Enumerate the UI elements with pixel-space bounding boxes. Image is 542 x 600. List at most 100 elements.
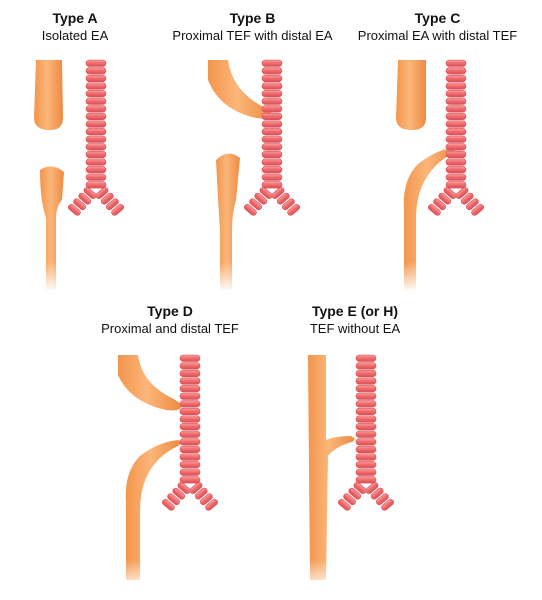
trachea-ring	[355, 362, 377, 370]
trachea-ring	[445, 158, 467, 166]
bronchus-ring	[276, 192, 290, 205]
trachea-ring	[85, 150, 107, 158]
trachea-ring	[85, 67, 107, 75]
type-d-trachea	[162, 354, 218, 511]
type-a-lower-esophagus	[40, 166, 64, 290]
type-a-title: Type A	[52, 10, 98, 26]
panel-type-b: Type B Proximal TEF with distal EA	[170, 10, 335, 44]
trachea-ring	[179, 400, 201, 408]
bronchus-ring	[471, 203, 484, 216]
trachea-ring	[179, 362, 201, 370]
trachea-ring	[261, 120, 283, 128]
trachea-ring	[261, 135, 283, 143]
trachea-ring	[85, 181, 107, 189]
bronchus-ring	[348, 487, 362, 500]
panel-type-e: Type E (or H) TEF without EA	[280, 303, 430, 337]
bronchus-ring	[111, 203, 124, 216]
trachea-ring	[445, 105, 467, 113]
trachea-ring	[355, 392, 377, 400]
trachea-ring	[85, 97, 107, 105]
trachea-ring	[355, 468, 377, 476]
bronchus-ring	[365, 482, 379, 494]
type-b-lower-esophagus	[216, 153, 240, 290]
type-c-title: Type C	[414, 10, 461, 26]
bronchus-ring	[282, 198, 295, 211]
bronchus-ring	[172, 487, 186, 500]
trachea-ring	[355, 438, 377, 446]
bronchus-ring	[259, 187, 273, 199]
trachea-ring	[179, 430, 201, 438]
panel-type-a: Type A Isolated EA	[5, 10, 145, 44]
trachea-ring	[179, 438, 201, 446]
panel-type-c: Type C Proximal EA with distal TEF	[355, 10, 520, 44]
trachea-ring	[85, 112, 107, 120]
type-e-title: Type E (or H)	[311, 303, 399, 319]
trachea-ring	[261, 59, 283, 67]
trachea-ring	[445, 97, 467, 105]
bronchus-ring	[438, 192, 452, 205]
panel-type-d: Type D Proximal and distal TEF	[95, 303, 245, 337]
trachea-ring	[85, 166, 107, 174]
type-c-upper-esophageal-pouch	[396, 60, 426, 130]
trachea-ring	[445, 112, 467, 120]
bronchus-ring	[433, 198, 446, 211]
trachea-ring	[355, 461, 377, 469]
trachea-ring	[261, 143, 283, 151]
trachea-ring	[261, 105, 283, 113]
trachea-ring	[179, 354, 201, 362]
trachea-ring	[85, 128, 107, 136]
trachea-ring	[355, 369, 377, 378]
trachea-ring	[85, 90, 107, 98]
trachea-ring	[355, 430, 377, 438]
type-d-description: Proximal and distal TEF	[101, 321, 239, 336]
trachea-ring	[261, 173, 283, 181]
trachea-ring	[445, 150, 467, 158]
trachea-ring	[179, 423, 201, 431]
type-c-description: Proximal EA with distal TEF	[357, 28, 518, 43]
trachea-ring	[355, 407, 377, 416]
bronchus-ring	[78, 192, 92, 205]
trachea-ring	[445, 120, 467, 128]
trachea-ring	[355, 400, 377, 408]
bronchus-ring	[428, 203, 441, 216]
trachea-ring	[179, 369, 201, 378]
trachea-ring	[179, 377, 201, 385]
bronchus-ring	[106, 198, 119, 211]
type-b-trachea	[244, 59, 300, 216]
trachea-ring	[355, 377, 377, 385]
trachea-ring	[261, 82, 283, 90]
trachea-ring	[261, 128, 283, 136]
trachea-ring	[85, 105, 107, 113]
type-d-proximal-fistula	[118, 355, 182, 411]
bronchus-ring	[95, 187, 109, 199]
type-e-esophagus	[308, 355, 355, 580]
trachea-ring	[261, 67, 283, 75]
trachea-ring	[85, 143, 107, 151]
trachea-ring	[179, 461, 201, 469]
type-a-description: Isolated EA	[41, 28, 109, 43]
trachea-ring	[355, 423, 377, 431]
trachea-ring	[445, 82, 467, 90]
trachea-ring	[179, 468, 201, 476]
bronchus-ring	[455, 187, 469, 199]
bronchus-ring	[83, 187, 97, 199]
fade-bottom-row	[0, 560, 542, 590]
trachea-ring	[179, 392, 201, 400]
bronchus-ring	[271, 187, 285, 199]
trachea-ring	[355, 354, 377, 362]
type-b-description: Proximal TEF with distal EA	[172, 28, 333, 43]
type-d-illustration	[118, 354, 218, 580]
trachea-ring	[445, 143, 467, 151]
bronchus-ring	[287, 203, 300, 216]
trachea-ring	[355, 453, 377, 461]
trachea-ring	[179, 415, 201, 423]
trachea-ring	[261, 74, 283, 82]
bronchus-ring	[381, 498, 394, 511]
trachea-ring	[355, 415, 377, 423]
trachea-ring	[261, 97, 283, 105]
bronchus-ring	[205, 498, 218, 511]
type-b-title: Type B	[229, 10, 276, 26]
type-e-description: TEF without EA	[309, 321, 401, 336]
bronchus-ring	[244, 203, 257, 216]
bronchus-ring	[353, 482, 367, 494]
